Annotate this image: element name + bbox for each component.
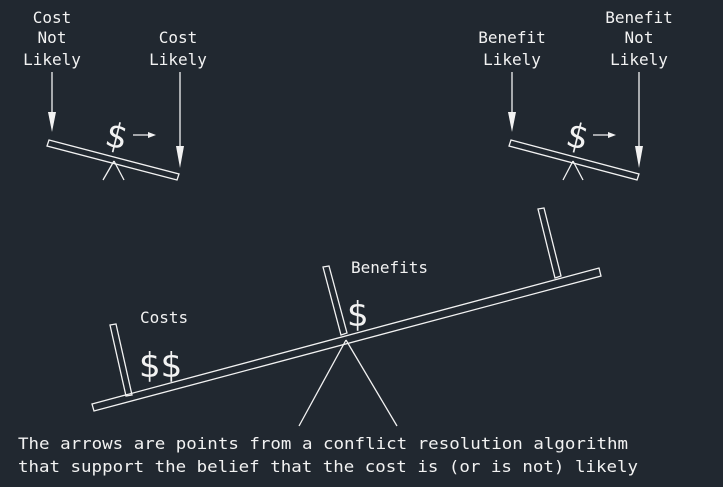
benefit-not-likely-label-line2: Not <box>625 28 654 47</box>
cost-likelihood-scale: Cost Not Likely Cost Likely $ <box>23 8 207 181</box>
cost-not-likely-label-line3: Likely <box>23 50 81 69</box>
seesaw-beam <box>91 267 602 412</box>
benefit-not-likely-label-line3: Likely <box>610 50 668 69</box>
cost-likely-label-line1: Cost <box>159 28 198 47</box>
cost-not-likely-label-line2: Not <box>38 28 67 47</box>
seesaw-fulcrum-right <box>345 339 398 427</box>
cost-likely-label-line2: Likely <box>149 50 207 69</box>
benefit-likely-label-line1: Benefit <box>478 28 545 47</box>
benefit-likely-label-line2: Likely <box>483 50 541 69</box>
benefit-likelihood-scale: Benefit Likely Benefit Not Likely $ <box>478 8 673 181</box>
benefit-scale-fulcrum-left <box>562 160 574 181</box>
benefit-not-likely-arrow-head <box>635 146 643 168</box>
cost-scale-shift-arrow-head <box>148 132 156 138</box>
benefit-scale-dollar-symbol: $ <box>562 115 593 159</box>
right-end-post <box>537 207 562 279</box>
benefit-scale-fulcrum-right <box>572 160 584 181</box>
cost-not-likely-label-line1: Cost <box>33 8 72 27</box>
cost-scale-fulcrum-right <box>113 160 125 181</box>
caption-line-2: that support the belief that the cost is… <box>18 457 638 476</box>
benefit-not-likely-label-line1: Benefit <box>605 8 672 27</box>
benefit-scale-beam <box>508 139 640 181</box>
cost-scale-fulcrum-left <box>102 160 115 181</box>
benefit-likely-arrow-head <box>508 112 516 132</box>
benefits-dollar-symbol: $ <box>347 295 369 335</box>
cost-scale-beam <box>46 139 180 181</box>
cost-scale-dollar-symbol: $ <box>101 115 132 159</box>
caption: The arrows are points from a conflict re… <box>18 434 638 476</box>
caption-line-1: The arrows are points from a conflict re… <box>18 434 628 453</box>
costs-label: Costs <box>140 308 188 327</box>
benefit-scale-shift-arrow-head <box>608 132 616 138</box>
cost-benefit-seesaw: Costs $$ Benefits $ <box>91 207 602 427</box>
costs-dollar-symbol: $$ <box>139 346 182 386</box>
benefits-post <box>322 265 348 336</box>
seesaw-fulcrum-left <box>298 339 347 427</box>
cost-not-likely-arrow-head <box>48 112 56 132</box>
benefits-label: Benefits <box>351 258 428 277</box>
costs-post <box>109 323 133 397</box>
cost-likely-arrow-head <box>176 146 184 168</box>
